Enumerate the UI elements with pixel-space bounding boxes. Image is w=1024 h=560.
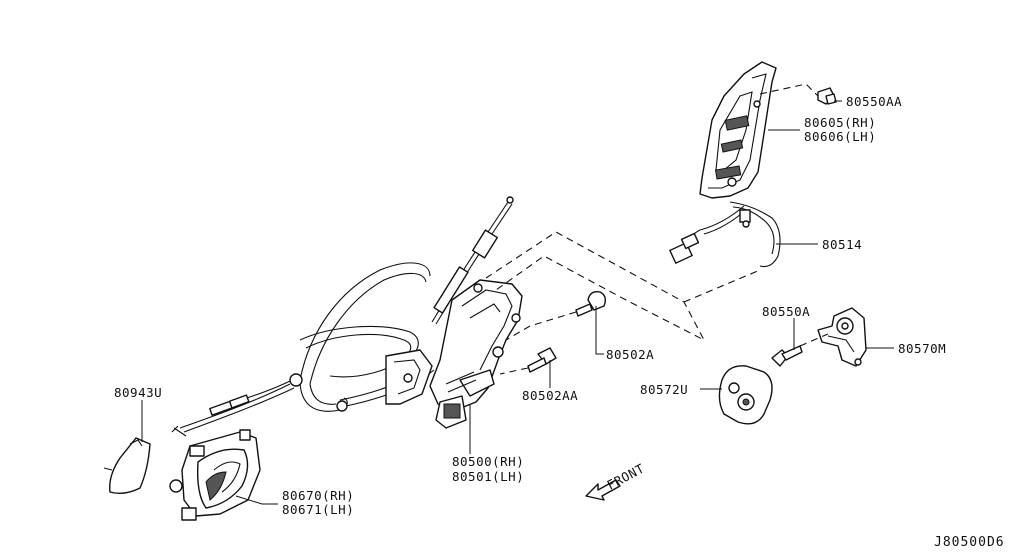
screw-80550a[interactable] [771,345,803,367]
callout-80514: 80514 [822,237,862,252]
callout-80605: 80605(RH) [804,115,876,130]
callout-80550a: 80550A [762,304,810,319]
phantom-line [799,333,829,347]
callout-80502aa: 80502AA [522,388,578,403]
bolt-80502aa[interactable] [527,347,557,373]
door-lock-actuator[interactable] [385,279,523,429]
phantom-line [683,269,761,303]
phantom-line [759,83,819,97]
striker-80570m[interactable] [817,307,867,367]
front-label: FRONT [604,461,646,493]
callout-80572u: 80572U [640,382,688,397]
phantom-line [499,367,529,375]
front-arrow-icon [585,479,621,501]
callout-80671: 80671(LH) [282,502,354,517]
leader-line [595,306,604,355]
callout-80606: 80606(LH) [804,129,876,144]
outside-handle[interactable] [169,429,261,521]
lock-rod[interactable] [431,196,514,325]
callout-80670: 80670(RH) [282,488,354,503]
callout-80501: 80501(LH) [452,469,524,484]
shim-80572u[interactable] [718,365,773,425]
escutcheon-80943u[interactable] [103,437,151,495]
cable-80514[interactable] [669,201,781,268]
callout-80943u: 80943U [114,385,162,400]
lock-cables[interactable] [171,262,435,437]
callout-80500: 80500(RH) [452,454,524,469]
callout-80502a: 80502A [606,347,654,362]
bolt-80550aa[interactable] [817,87,837,105]
diagram-id: J80500D6 [934,535,1005,550]
inside-handle-bracket[interactable] [699,61,777,199]
callout-80550aa: 80550AA [846,94,902,109]
callout-80570m: 80570M [898,341,946,356]
phantom-line [505,311,577,341]
bolt-80502a[interactable] [575,290,607,317]
leader-line [235,495,278,505]
phantom-line [485,231,706,342]
